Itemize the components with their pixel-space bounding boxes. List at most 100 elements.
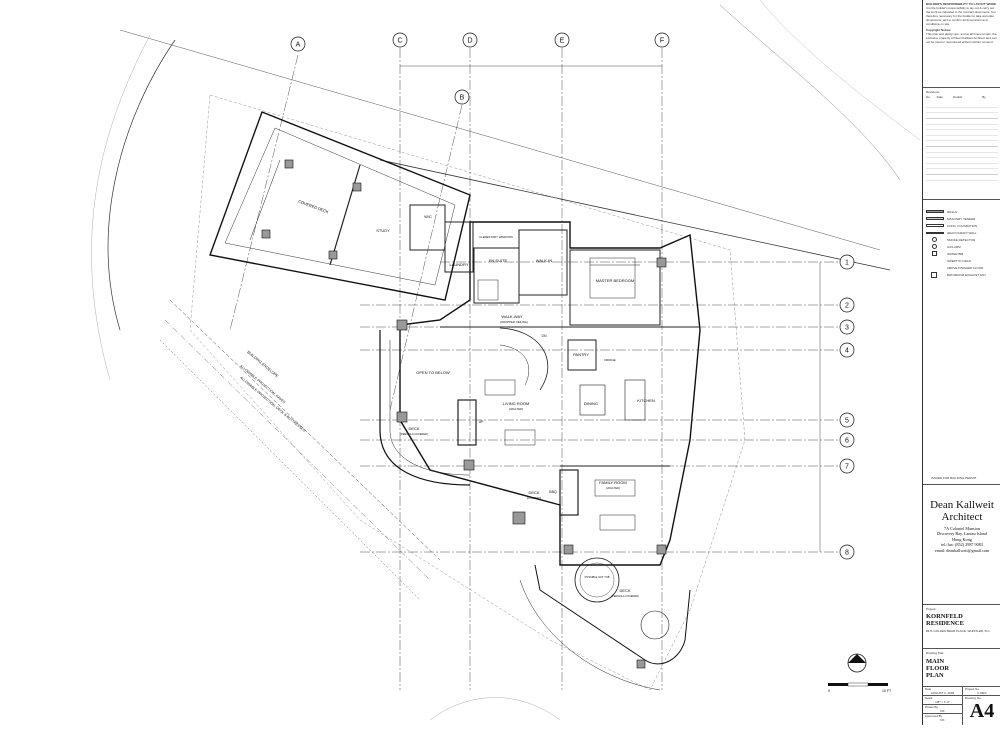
bottom-deck-outline: [534, 564, 691, 665]
address-line: Discovery Bay, Lantau Island: [937, 531, 987, 537]
legend-row-aff: ABOVE FINISHED FLOOR: [947, 265, 984, 270]
post: [284, 159, 294, 169]
ensuite-room: [473, 247, 520, 304]
post: [261, 229, 271, 239]
kitchen-island: [624, 379, 646, 421]
property-line: [119, 29, 881, 251]
scale-label: Scale: [925, 696, 933, 700]
grid-bubble-c: [392, 32, 408, 48]
main-house-outline: [399, 221, 701, 566]
legend-row-masonry: MASONRY VENEER: [926, 215, 998, 222]
grid-label-1: 1: [845, 260, 849, 267]
setback-outline: [189, 94, 746, 691]
post: [512, 511, 526, 525]
site-curve-left: [107, 39, 176, 331]
grid-bubble-d: [462, 32, 478, 48]
room-label-kitchen: KITCHEN: [637, 398, 655, 403]
date-label: Date: [925, 687, 932, 691]
site-curve-bottom: [429, 697, 561, 721]
responsibility-title: BUILDER'S RESPONSIBILITY TO LAYOUT WORK: [926, 2, 996, 6]
study-wing-inner: [224, 127, 456, 286]
walk-in-room: [518, 229, 568, 296]
project-no-value: K.RES: [977, 691, 987, 695]
sheet-info: Date AUGUST 2, 2009 Project No. K.RES Sc…: [923, 687, 1000, 725]
grid-bubble-4: [839, 342, 855, 358]
curved-stair-inner: [499, 344, 530, 386]
post: [656, 257, 667, 268]
post: [328, 250, 338, 260]
room-label-walkway: WALK-WAY: [501, 314, 523, 319]
hot-tub: [574, 557, 620, 603]
grid-bubble-6: [839, 432, 855, 448]
room-label-living-sub: (VAULTED): [509, 407, 523, 411]
grid-label-6: 6: [845, 438, 849, 445]
approved-by-label: Approved By: [925, 714, 943, 718]
master-bedroom-room: [569, 249, 661, 326]
scale-value: 1/8" = 1'-0": [935, 700, 950, 704]
room-label-master: MASTER BEDROOM: [596, 278, 634, 283]
deck-left-curve-inner: [389, 340, 471, 476]
legend-row-water: WATER BIB: [926, 250, 998, 257]
family-sofa-2: [599, 514, 636, 531]
envelope-line-2: [164, 319, 431, 581]
room-label-family: FAMILY ROOM: [599, 480, 626, 485]
legend-row-smoke: SMOKE DETECTOR: [926, 236, 998, 243]
drawing-title: MAIN FLOOR PLAN: [926, 658, 950, 679]
room-label-dining: DINING: [584, 401, 598, 406]
room-label-bbq: BBQ: [549, 490, 557, 494]
grid-bubble-1: [839, 254, 855, 270]
post: [636, 659, 646, 669]
laundry-room: [444, 221, 474, 273]
master-bed: [589, 257, 636, 299]
grid-label-5: 5: [845, 418, 849, 425]
room-label-deck-bottom: DECK: [619, 588, 630, 593]
architect-name: Dean Kallweit: [930, 499, 994, 511]
legend-row-swept: SWEPT IN FIELD: [947, 258, 971, 263]
stair-dn-label: DN: [541, 334, 547, 338]
north-arrow: [847, 653, 867, 673]
copyright-text: This plan and design are, and at all tim…: [926, 32, 997, 44]
grid-bubble-5: [839, 412, 855, 428]
wc-room: [409, 204, 446, 251]
room-label-deck-mid-sub: (COVERED): [527, 496, 542, 500]
room-label-deck-mid: DECK: [528, 490, 539, 495]
bbq-unit: [559, 469, 579, 516]
scale-bar: 0 10 FT: [828, 682, 892, 693]
room-label-living: LIVING ROOM: [503, 401, 530, 406]
grid-bubble-f: [654, 32, 670, 48]
grid-label-3: 3: [845, 325, 849, 332]
grid-label-7: 7: [845, 464, 849, 471]
envelope-line-1: [169, 299, 441, 561]
copyright-title: Copyright Notice:: [926, 28, 952, 32]
rev-col-date: Date: [936, 95, 944, 99]
address-line: 7A Coloniel Mansion: [943, 526, 981, 531]
post: [656, 544, 667, 555]
room-label-open-below: OPEN TO BELOW: [416, 370, 450, 375]
project-no-label: Project No.: [965, 687, 980, 691]
grid-bubble-8: [839, 544, 855, 560]
round-table: [640, 610, 670, 640]
deck-left-curve: [379, 330, 471, 486]
rev-col-by: By: [982, 95, 986, 99]
room-label-ensuite: EN SUITE: [489, 258, 508, 263]
grid-bubble-e: [554, 32, 570, 48]
project-address: 8471 GOLDEN BEAR PLACE, WHISTLER, B.C.: [926, 629, 991, 633]
room-label-family-sub: (VAULTED): [606, 486, 620, 490]
grid-label-d: D: [467, 38, 472, 45]
grid-label-e: E: [560, 38, 565, 45]
title-block-legend: WALLS MASONRY VENEER CONC. FOUNDATION HE…: [923, 200, 1000, 485]
room-label-wc: W/C: [424, 214, 432, 219]
living-sofa: [484, 379, 516, 396]
project-name: KORNFELD RESIDENCE: [926, 613, 964, 627]
envelope-line-3: [159, 339, 421, 601]
sheet-number: A4: [969, 700, 995, 722]
floor-plan: A B C D E F 1 2 3 4 5 6 7 8 COVERED DECK…: [91, 0, 921, 721]
architect-block: Dean Kallweit Architect 7A Coloniel Mans…: [923, 485, 1000, 605]
scale-end: 10 FT: [882, 689, 892, 693]
stair-up-label: UP: [479, 420, 485, 424]
room-label-covered-deck: COVERED DECK: [298, 199, 330, 215]
room-label-walkway-sub: (DROPPED CEILING): [500, 320, 528, 324]
shower: [477, 279, 499, 301]
fireplace: [457, 399, 477, 446]
post: [463, 459, 475, 471]
